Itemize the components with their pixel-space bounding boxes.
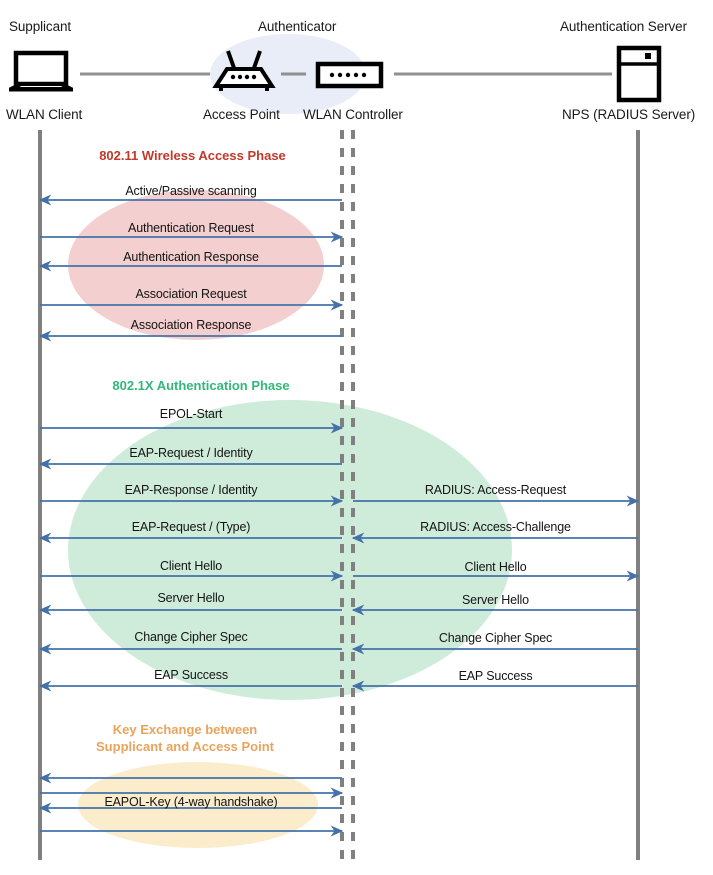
actor-role-authenticator: Authenticator xyxy=(258,19,337,34)
message-label: Authentication Request xyxy=(128,221,254,235)
phase-ellipse-key-exchange xyxy=(78,762,318,848)
message-label: RADIUS: Access-Request xyxy=(424,483,567,497)
message-label: Server Hello xyxy=(157,591,225,605)
phase-ellipse-80211 xyxy=(68,190,324,340)
message-label: EAP Success xyxy=(154,668,228,682)
phase-title-8021x: 802.1X Authentication Phase xyxy=(101,377,301,394)
actor-name-wlan-controller: WLAN Controller xyxy=(303,107,403,122)
phase-title-key-exchange-line2: Supplicant and Access Point xyxy=(96,739,274,754)
message-label: Association Request xyxy=(135,287,247,301)
message-label: Client Hello xyxy=(159,559,223,573)
phase-title-80211: 802.11 Wireless Access Phase xyxy=(90,147,295,164)
message-label: Active/Passive scanning xyxy=(125,184,257,198)
message-label: EAP-Request / Identity xyxy=(129,446,253,460)
message-label: EAPOL-Key (4-way handshake) xyxy=(104,795,278,809)
actor-name-nps-radius-server: NPS (RADIUS Server) xyxy=(562,107,696,122)
message-label: RADIUS: Access-Challenge xyxy=(420,520,571,534)
actor-name-wlan-client: WLAN Client xyxy=(6,107,83,122)
phase-title-8021x-line: 802.1X Authentication Phase xyxy=(112,378,290,393)
laptop-icon xyxy=(9,50,73,92)
phase-ellipse-8021x xyxy=(68,400,512,700)
message-label: EPOL-Start xyxy=(159,407,223,421)
actor-name-access-point: Access Point xyxy=(203,107,280,122)
message-label: Association Response xyxy=(130,318,252,332)
actor-role-authentication-server: Authentication Server xyxy=(560,19,687,34)
phase-title-key-exchange: Key Exchange between Supplicant and Acce… xyxy=(80,721,290,755)
server-rack-icon xyxy=(616,45,662,103)
wireless-router-icon xyxy=(212,50,276,91)
phase-title-key-exchange-line1: Key Exchange between xyxy=(112,722,258,737)
message-arrow-layer xyxy=(38,194,640,837)
phase-title-80211-line: 802.11 Wireless Access Phase xyxy=(99,148,286,163)
actor-role-supplicant: Supplicant xyxy=(9,19,72,34)
message-label: EAP Success xyxy=(458,669,533,683)
message-label: EAP-Response / Identity xyxy=(124,483,258,497)
message-label: Change Cipher Spec xyxy=(134,630,248,644)
message-label: Client Hello xyxy=(464,560,527,574)
message-label: Server Hello xyxy=(462,593,529,607)
network-switch-icon xyxy=(315,61,384,89)
message-label: Change Cipher Spec xyxy=(438,631,553,645)
message-label: EAP-Request / (Type) xyxy=(131,520,251,534)
message-label: Authentication Response xyxy=(123,250,259,264)
